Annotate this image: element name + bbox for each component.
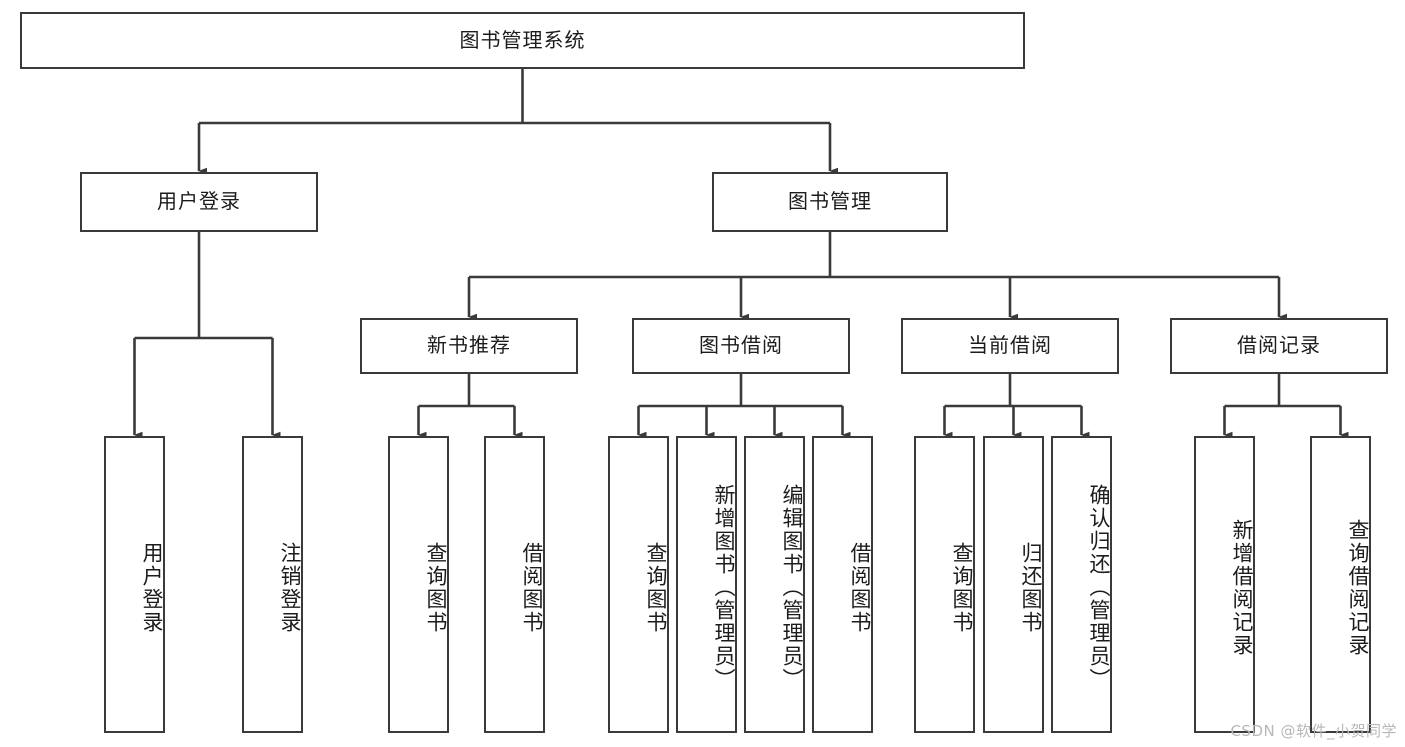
node-label: 查询图书 <box>950 541 974 634</box>
node-label: 新增图书（管理员） <box>712 484 736 691</box>
node-label: 查询借阅记录 <box>1346 518 1370 657</box>
node-label: 图书借阅 <box>699 333 783 358</box>
node-label: 查询图书 <box>424 541 448 634</box>
watermark-text: CSDN @软件_小贺同学 <box>1230 722 1397 740</box>
node-leaf-query-book-recommend: 查询图书 <box>388 436 449 733</box>
node-label: 借阅图书 <box>848 541 872 634</box>
tree-connectors <box>133 69 1349 439</box>
node-label: 新书推荐 <box>427 333 511 358</box>
node-leaf-edit-book-admin: 编辑图书（管理员） <box>744 436 805 733</box>
node-borrow-record: 借阅记录 <box>1170 318 1388 374</box>
node-user-login: 用户登录 <box>80 172 318 232</box>
node-leaf-logout: 注销登录 <box>242 436 303 733</box>
node-leaf-borrow-book-recommend: 借阅图书 <box>484 436 545 733</box>
node-new-book-recommend: 新书推荐 <box>360 318 578 374</box>
node-leaf-add-book-admin: 新增图书（管理员） <box>676 436 737 733</box>
node-label: 注销登录 <box>278 541 302 634</box>
node-leaf-query-borrow-record: 查询借阅记录 <box>1310 436 1371 733</box>
node-book-management: 图书管理 <box>712 172 948 232</box>
node-label: 编辑图书（管理员） <box>780 484 804 691</box>
node-label: 当前借阅 <box>968 333 1052 358</box>
node-leaf-query-book-current: 查询图书 <box>914 436 975 733</box>
node-leaf-query-book-borrow: 查询图书 <box>608 436 669 733</box>
node-label: 借阅图书 <box>520 541 544 634</box>
node-current-borrow: 当前借阅 <box>901 318 1119 374</box>
node-leaf-confirm-return-admin: 确认归还（管理员） <box>1051 436 1112 733</box>
node-leaf-borrow-book: 借阅图书 <box>812 436 873 733</box>
node-leaf-user-login: 用户登录 <box>104 436 165 733</box>
node-label: 图书管理 <box>788 189 872 214</box>
node-leaf-add-borrow-record: 新增借阅记录 <box>1194 436 1255 733</box>
node-label: 新增借阅记录 <box>1230 518 1254 657</box>
node-label: 归还图书 <box>1019 541 1043 634</box>
node-book-borrow: 图书借阅 <box>632 318 850 374</box>
node-label: 用户登录 <box>140 541 164 634</box>
node-label: 借阅记录 <box>1237 333 1321 358</box>
node-label: 查询图书 <box>644 541 668 634</box>
node-label: 用户登录 <box>157 189 241 214</box>
node-leaf-return-book: 归还图书 <box>983 436 1044 733</box>
node-label: 图书管理系统 <box>459 27 586 52</box>
node-label: 确认归还（管理员） <box>1087 484 1111 691</box>
node-root: 图书管理系统 <box>20 12 1025 69</box>
